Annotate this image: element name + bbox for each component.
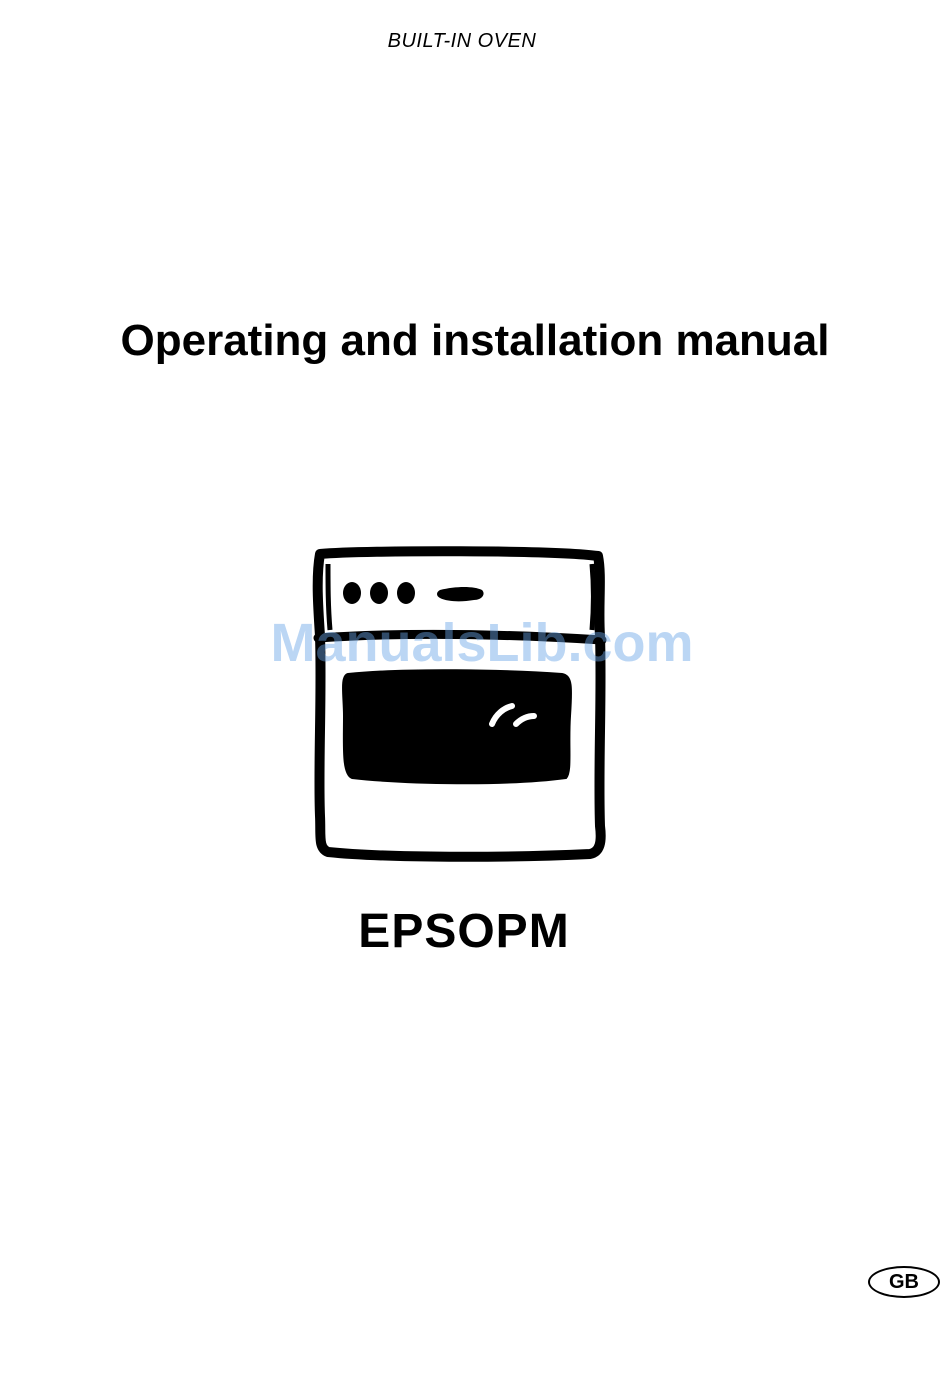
- language-badge: GB: [868, 1266, 940, 1298]
- oven-icon: [306, 546, 610, 864]
- watermark: ManualsLib.com: [0, 612, 950, 674]
- model-name: EPSOPM: [0, 904, 928, 959]
- oven-knob-1: [343, 582, 361, 604]
- oven-knob-3: [397, 582, 415, 604]
- document-category: BUILT-IN OVEN: [0, 30, 924, 53]
- oven-knob-2: [370, 582, 388, 604]
- page-title: Operating and installation manual: [0, 316, 950, 366]
